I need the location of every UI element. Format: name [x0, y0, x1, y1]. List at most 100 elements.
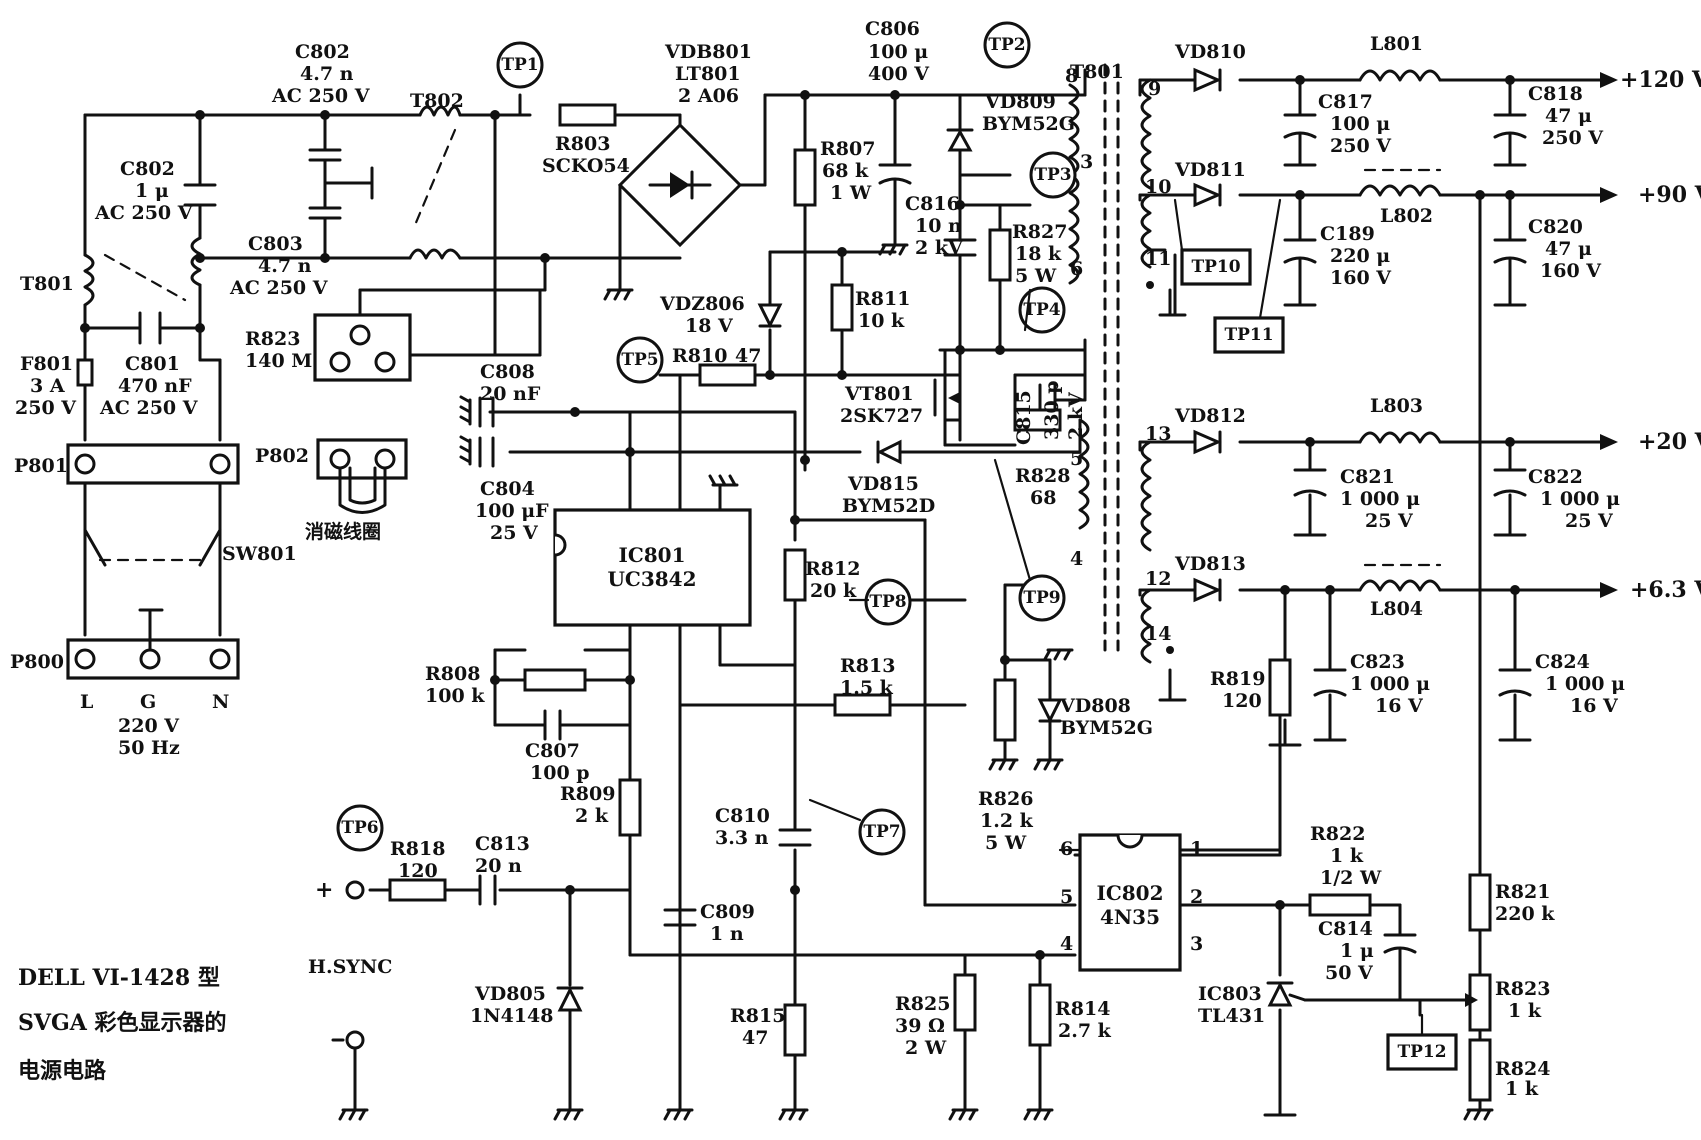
c801-ref: C801: [125, 353, 180, 375]
r823a-ref: R823: [245, 328, 300, 350]
vd815-v1: BYM52D: [842, 495, 935, 517]
r828-ref: R828: [1015, 465, 1070, 487]
l802-ref: L802: [1380, 205, 1433, 227]
r815-body: [783, 1003, 807, 1057]
ic803-ref: IC803: [1198, 983, 1262, 1005]
c814-v2: 50 V: [1325, 962, 1374, 984]
svg-text:TP12: TP12: [1397, 1042, 1446, 1062]
c816-v1: 10 n: [915, 215, 962, 237]
r823-ptc-block: [313, 313, 412, 382]
r809-body: [618, 778, 642, 837]
r807-body: [793, 148, 817, 207]
c821-ref: C821: [1340, 466, 1395, 488]
c804-v1: 100 μF: [475, 500, 549, 522]
ic801-ref: IC801: [618, 543, 685, 567]
c806-v1: 100 μ: [868, 41, 928, 63]
r821-body: [1468, 873, 1492, 932]
vd809-v1: BYM52G: [982, 113, 1075, 135]
t801-name: T801: [1070, 61, 1124, 83]
vdz806-v1: 18 V: [685, 315, 734, 337]
vd805-v1: 1N4148: [470, 1005, 553, 1027]
grounds: [338, 163, 1532, 1121]
c802b-v1: 1 μ: [135, 180, 169, 202]
c803-ref: C803: [248, 233, 303, 255]
c823-v1: 1 000 μ: [1350, 673, 1430, 695]
output-arrows: [1600, 72, 1618, 598]
tp10: TP10: [1180, 248, 1252, 286]
r824-body: [1468, 1038, 1492, 1102]
r810-ref: R810: [672, 345, 727, 367]
r807-v1: 68 k: [822, 160, 869, 182]
c803-v2: AC 250 V: [229, 277, 329, 299]
r809-ref: R809: [560, 783, 615, 805]
vd813-ref: VD813: [1174, 553, 1246, 575]
sw801-label: SW801: [222, 543, 297, 565]
pin-n: N: [212, 691, 229, 713]
r819-body: [1268, 658, 1292, 717]
tp8: TP8: [864, 578, 912, 626]
svg-text:TP8: TP8: [869, 592, 906, 612]
r825-ref: R825: [895, 993, 950, 1015]
r822-v1: 1 k: [1330, 845, 1364, 867]
r827-body: [988, 228, 1012, 282]
r808-body: [523, 668, 587, 692]
ic802-pin5: 5: [1060, 886, 1073, 908]
c808-v1: 20 nF: [480, 383, 541, 405]
svg-text:TP10: TP10: [1191, 257, 1240, 277]
r815-ref: R815: [730, 1005, 785, 1027]
svg-text:TP6: TP6: [341, 818, 378, 838]
tp5: TP5: [616, 336, 664, 384]
c815-v2: 2 kV: [1065, 391, 1087, 440]
r813-ref: R813: [840, 655, 895, 677]
c804-ref: C804: [480, 478, 535, 500]
c815-ref: C815: [1013, 390, 1035, 445]
r823b-v1: 1 k: [1508, 1000, 1542, 1022]
test-points: TP1 TP2 TP3 TP4 TP5 TP6 TP7 TP8 TP9 TP10…: [336, 21, 1458, 1071]
t801-pin4: 4: [1070, 548, 1083, 570]
c189-v1: 220 μ: [1330, 245, 1390, 267]
c808-ref: C808: [480, 361, 535, 383]
svg-text:TP4: TP4: [1023, 300, 1060, 320]
t801-pin13: 13: [1145, 423, 1171, 445]
caption: DELL VI-1428 型 SVGA 彩色显示器的 电源电路: [18, 965, 226, 1084]
r811-body: [830, 283, 854, 332]
vdb801-ref: VDB801: [664, 41, 752, 63]
c804-v2: 25 V: [490, 522, 539, 544]
tp6: TP6: [336, 804, 384, 852]
svg-text:TP7: TP7: [863, 822, 900, 842]
tp3: TP3: [1029, 151, 1077, 199]
r811-ref: R811: [855, 288, 910, 310]
vd805-ref: VD805: [474, 983, 546, 1005]
caption-line2: SVGA 彩色显示器的: [18, 1010, 226, 1036]
r826-v1: 1.2 k: [980, 810, 1034, 832]
vd815-ref: VD815: [847, 473, 919, 495]
c818-v1: 47 μ: [1545, 105, 1592, 127]
mains-voltage: 220 V: [118, 715, 180, 737]
t801-pin12: 12: [1145, 568, 1171, 590]
ic802-extra-wires: [1058, 713, 1282, 852]
c802a-v1: 4.7 n: [300, 63, 354, 85]
r815-v1: 47: [742, 1027, 768, 1049]
r808-ref: R808: [425, 663, 480, 685]
r825-v1: 39 Ω: [895, 1015, 945, 1037]
r822-body: [1308, 893, 1372, 917]
p802-ref: P802: [255, 445, 309, 467]
c824-ref: C824: [1535, 651, 1590, 673]
c817-v2: 250 V: [1330, 135, 1392, 157]
r822-ref: R822: [1310, 823, 1365, 845]
tp1: TP1: [496, 41, 544, 89]
c814-ref: C814: [1318, 918, 1373, 940]
diodes: [556, 67, 1307, 1012]
r803-v1: SCKO54: [542, 155, 630, 177]
c817-ref: C817: [1318, 91, 1373, 113]
tp9: TP9: [1018, 574, 1066, 622]
t801-pin5: 5: [1070, 448, 1083, 470]
r813-body: [833, 693, 892, 717]
resistors: [76, 103, 1492, 1102]
c816-ref: C816: [905, 193, 960, 215]
c813-v1: 20 n: [475, 855, 522, 877]
r824-ref: R824: [1495, 1058, 1550, 1080]
output-20v: +20 V: [1638, 429, 1701, 455]
r825-body: [953, 973, 977, 1032]
tp12: TP12: [1386, 1033, 1458, 1071]
